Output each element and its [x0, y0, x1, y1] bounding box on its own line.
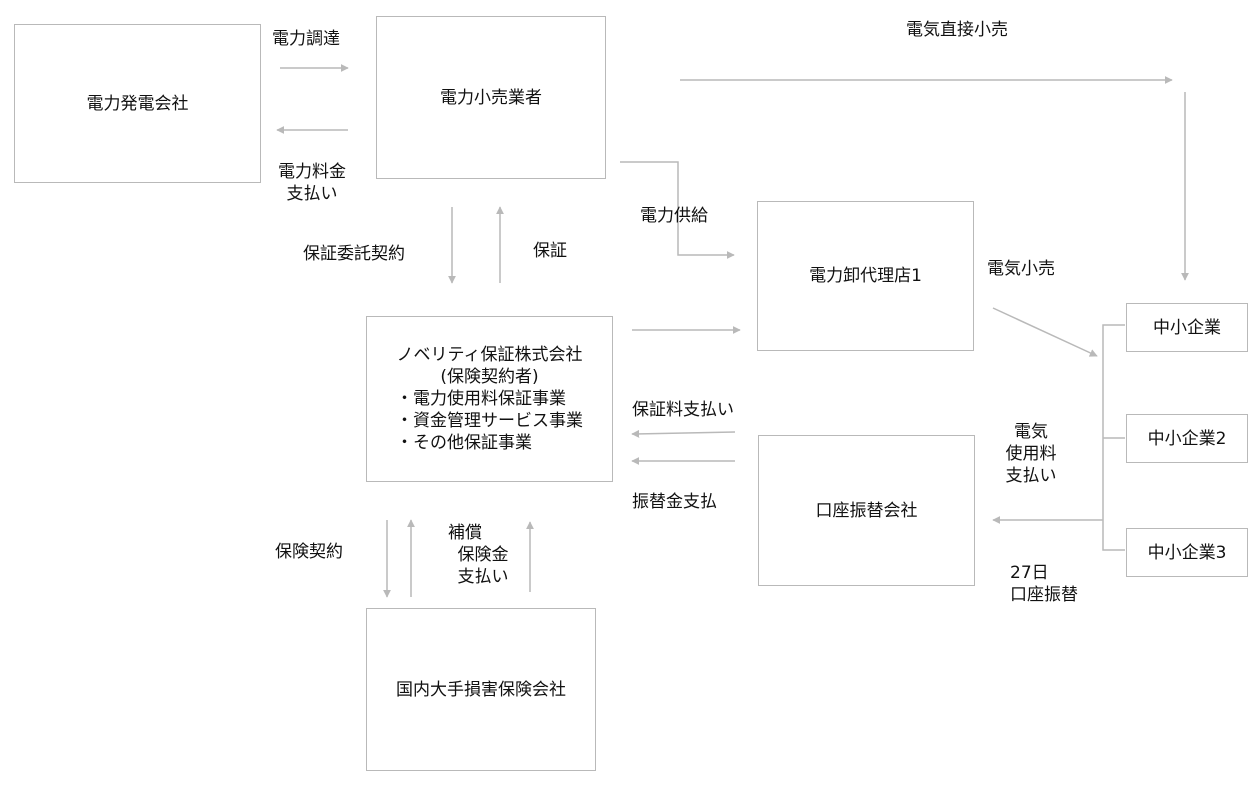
label-power-fee-payment: 電力料金 支払い: [278, 162, 346, 204]
sme-3-box: 中小企業3: [1126, 528, 1248, 577]
account-transfer-company-label: 口座振替会社: [815, 500, 918, 521]
novelity-guarantee-box: ノベリティ保証株式会社 (保険契約者) ・電力使用料保証事業 ・資金管理サービス…: [366, 316, 613, 482]
insurance-company-label: 国内大手損害保険会社: [396, 679, 566, 700]
power-retailer-box: 電力小売業者: [376, 16, 606, 179]
label-transfer-payment: 振替金支払: [632, 492, 717, 512]
arrow-guarantee-fee: [631, 429, 736, 438]
label-guarantee-fee-payment: 保証料支払い: [632, 400, 734, 420]
power-retailer-label: 電力小売業者: [440, 87, 542, 108]
sme-2-label: 中小企業2: [1147, 428, 1227, 449]
insurance-company-box: 国内大手損害保険会社: [366, 608, 596, 771]
account-transfer-company-box: 口座振替会社: [758, 435, 975, 586]
label-direct-retail: 電気直接小売: [906, 20, 1008, 40]
business-item-other-guarantee: ・その他保証事業: [396, 433, 532, 453]
power-wholesale-agency-label: 電力卸代理店1: [809, 266, 922, 286]
label-debit-27: 27日 口座振替: [1010, 563, 1078, 605]
novelity-text: ノベリティ保証株式会社 (保険契約者) ・電力使用料保証事業 ・資金管理サービス…: [396, 344, 583, 454]
label-guarantee: 保証: [533, 241, 567, 261]
sme-2-box: 中小企業2: [1126, 414, 1248, 463]
sme-1-box: 中小企業: [1126, 303, 1248, 352]
power-generation-company-label: 電力発電会社: [86, 93, 189, 114]
novelity-name: ノベリティ保証株式会社: [396, 345, 583, 365]
label-compensation-payment: 補償 保険金 支払い: [448, 523, 509, 587]
power-generation-company-box: 電力発電会社: [14, 24, 261, 183]
arrow-power-supply: [620, 161, 735, 259]
sme-1-label: 中小企業: [1153, 317, 1221, 338]
label-power-supply: 電力供給: [640, 206, 708, 226]
business-item-fund-management: ・資金管理サービス事業: [396, 411, 583, 431]
label-power-procurement: 電力調達: [272, 29, 340, 49]
label-electric-usage-payment: 電気 使用料 支払い: [1005, 422, 1057, 486]
novelity-role: (保険契約者): [440, 367, 539, 387]
label-guarantee-contract: 保証委託契約: [303, 244, 405, 264]
power-wholesale-agency-box: 電力卸代理店1: [757, 201, 974, 351]
sme-3-label: 中小企業3: [1147, 542, 1227, 563]
label-insurance-contract: 保険契約: [275, 542, 343, 562]
label-electric-retail: 電気小売: [987, 259, 1055, 279]
business-item-power-guarantee: ・電力使用料保証事業: [396, 389, 566, 409]
novelity-business-list: ・電力使用料保証事業 ・資金管理サービス事業 ・その他保証事業: [396, 388, 583, 454]
arrow-electric-retail: [992, 307, 1098, 357]
